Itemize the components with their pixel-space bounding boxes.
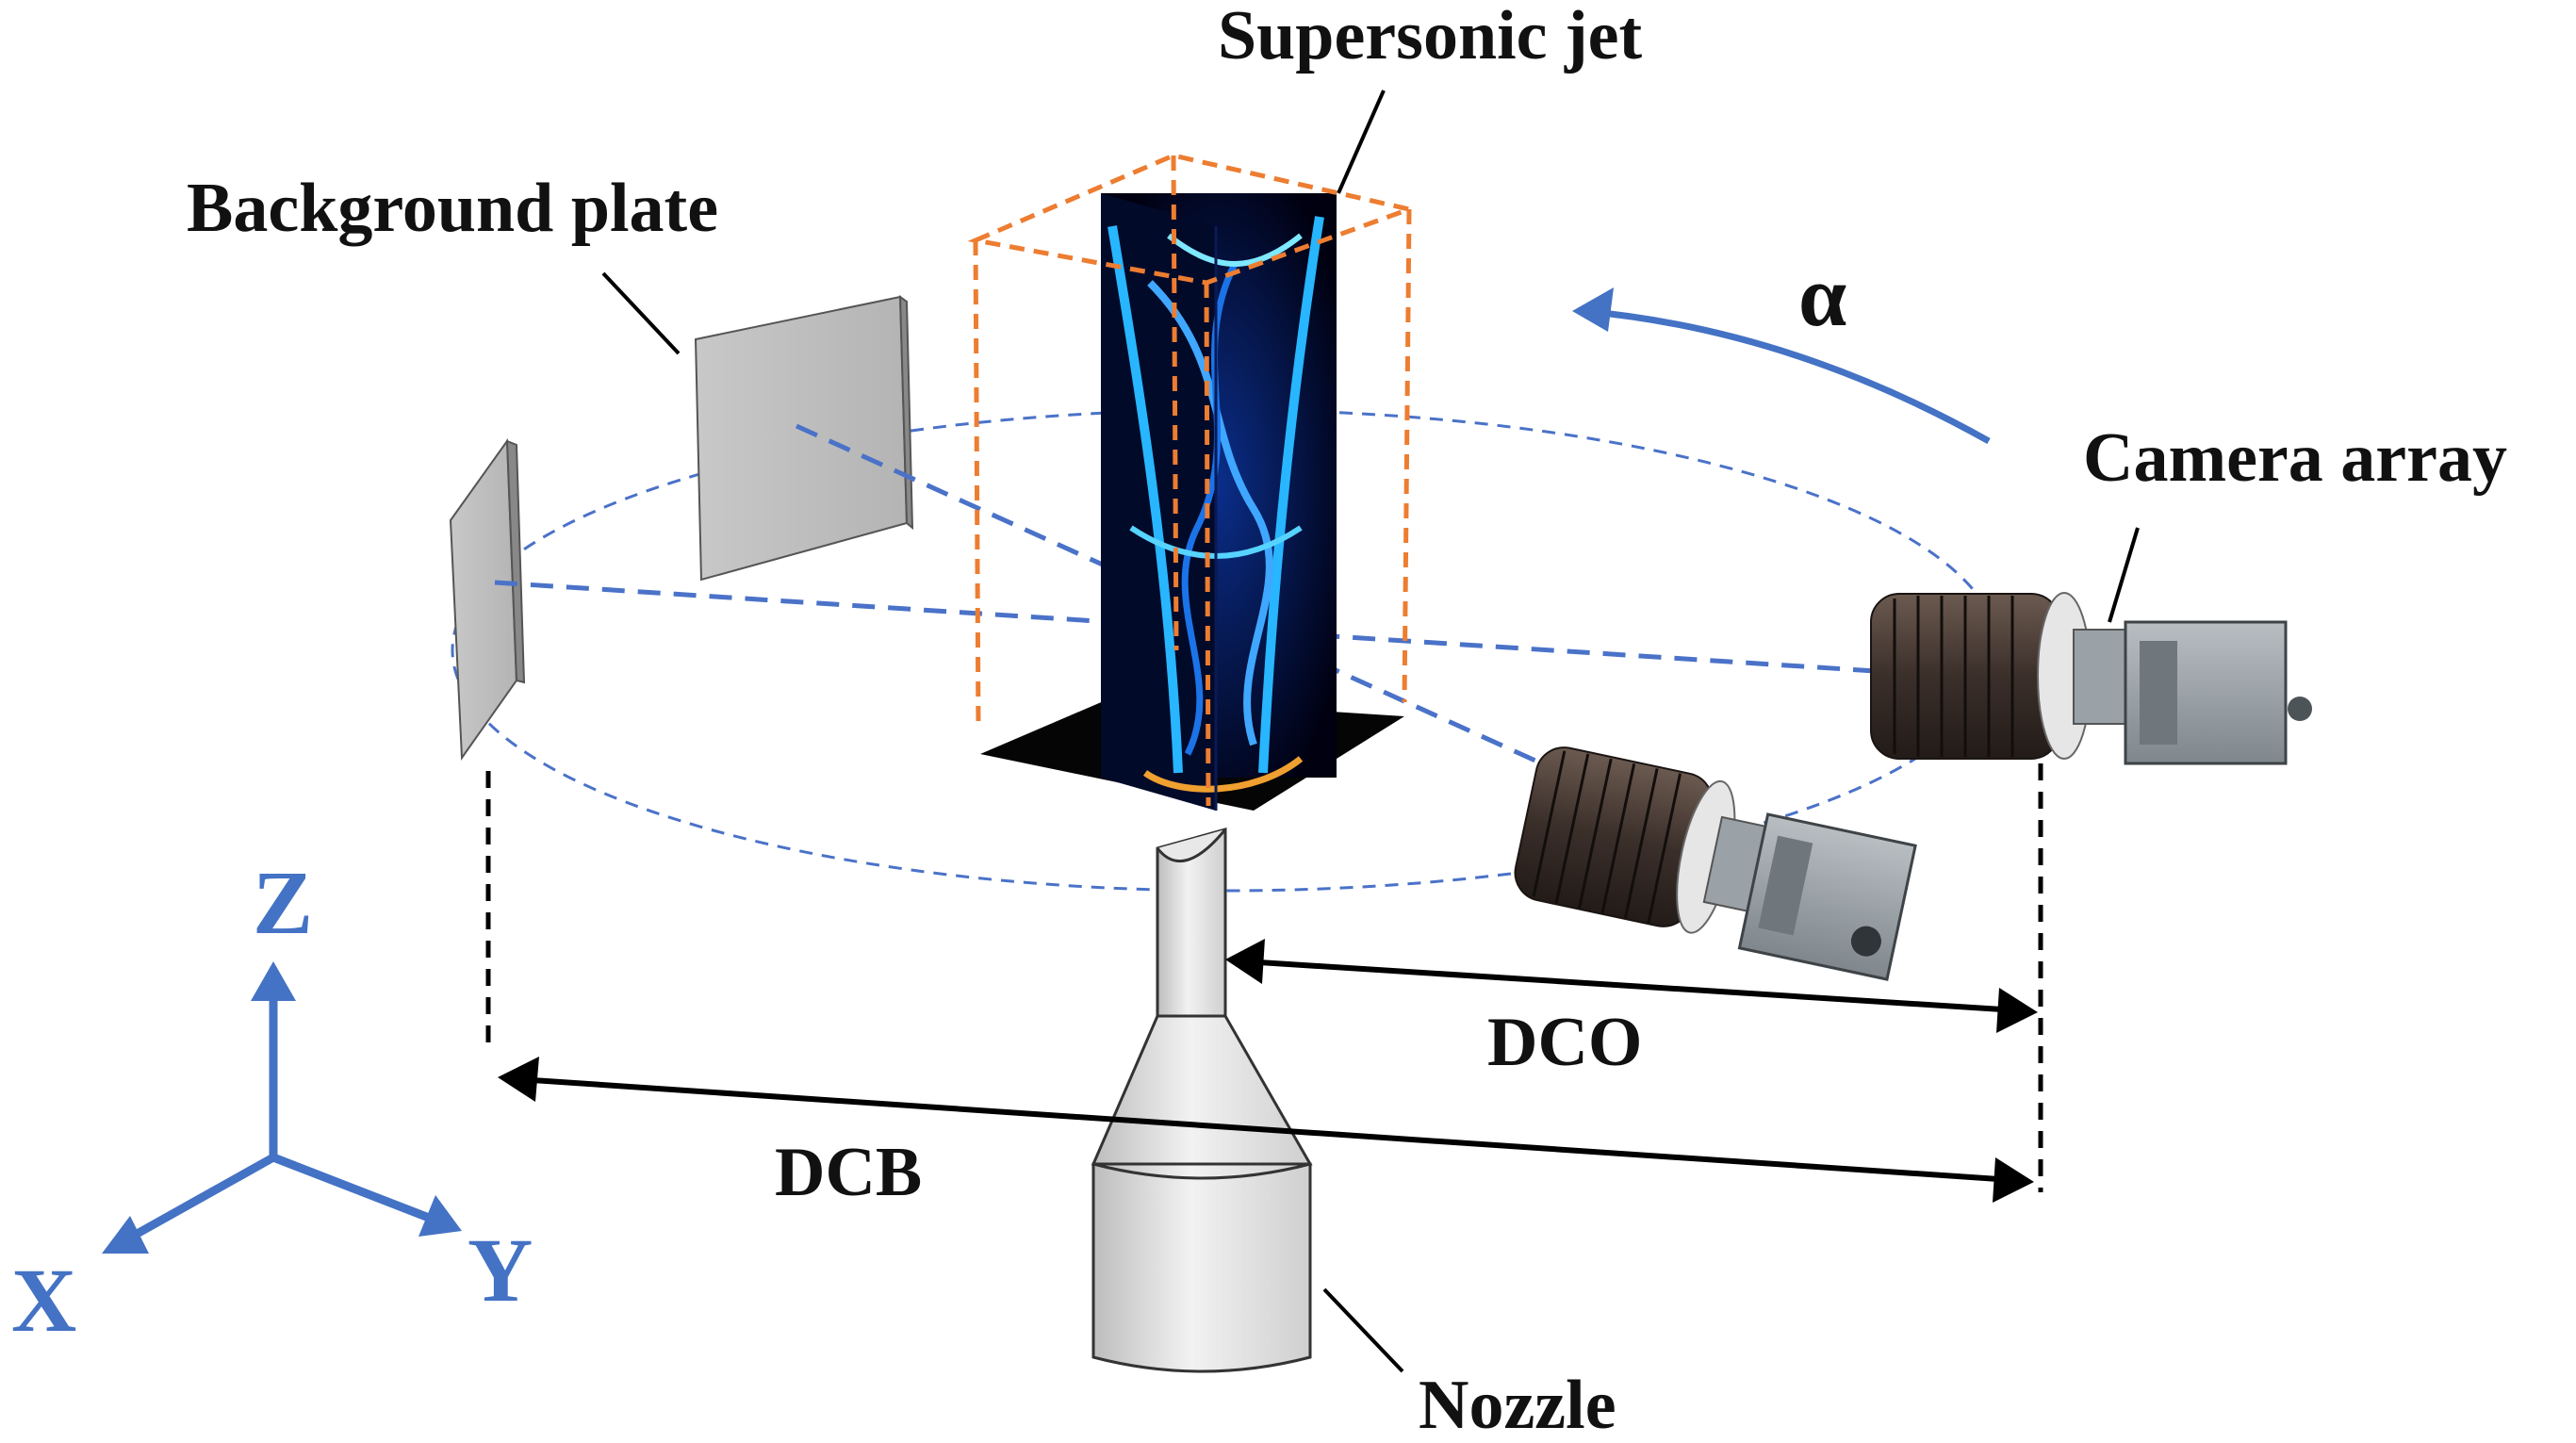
nozzle — [1091, 828, 1313, 1373]
leader-background-plate — [601, 271, 681, 355]
dcb-arrowhead-left — [498, 1057, 539, 1102]
dco-label: DCO — [1487, 1004, 1642, 1081]
coordinate-axes — [102, 961, 462, 1254]
axis-y-label: Y — [468, 1220, 533, 1320]
dco-arrowhead-left — [1225, 939, 1265, 984]
leader-nozzle — [1322, 1287, 1404, 1373]
camera-front — [1514, 746, 1917, 981]
alpha-label: α — [1798, 248, 1846, 344]
background-plate-large — [694, 295, 914, 582]
supersonic-jet-label: Supersonic jet — [1218, 0, 1643, 74]
background-plate-small — [449, 438, 526, 761]
dco-arrowhead-right — [1996, 988, 2038, 1033]
axis-x-label: X — [11, 1250, 76, 1351]
camera-rear — [1870, 592, 2312, 765]
dco-arrow-line — [1243, 959, 2018, 1013]
rotation-arrow — [1583, 307, 1991, 445]
rotation-arrowhead — [1572, 287, 1614, 332]
camera-array-label: Camera array — [2083, 419, 2507, 497]
axis-z-label: Z — [253, 852, 313, 953]
dcb-label: DCB — [775, 1134, 922, 1211]
background-plate-label: Background plate — [187, 170, 718, 247]
jet-bounding-box — [967, 153, 1418, 807]
dcb-arrowhead-right — [1993, 1157, 2034, 1203]
dcb-arrow-line — [517, 1076, 2013, 1183]
leader-camera-array — [2108, 527, 2140, 623]
supersonic-jet-field — [980, 193, 1404, 811]
leader-supersonic-jet — [1337, 90, 1386, 194]
nozzle-label: Nozzle — [1419, 1367, 1616, 1443]
